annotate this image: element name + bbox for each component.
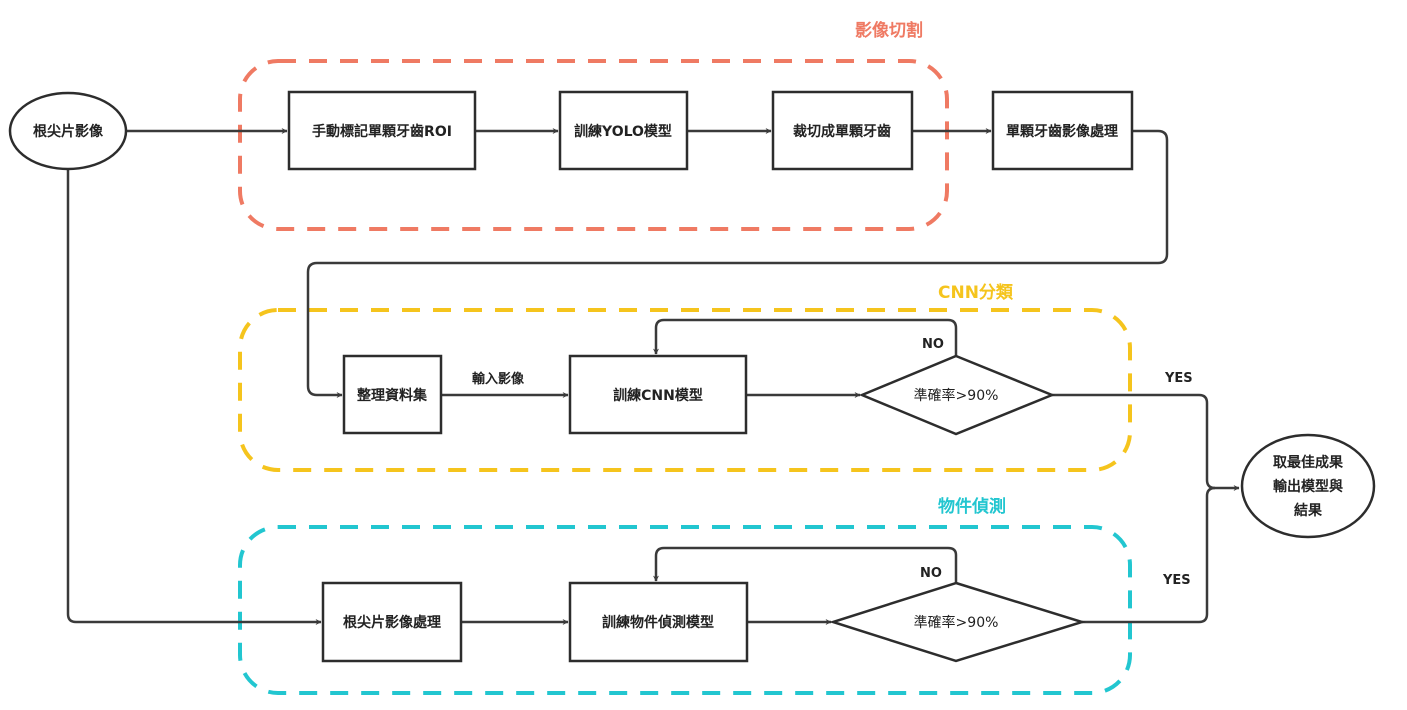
label-cnn-no: NO	[922, 337, 944, 352]
group-title-segmentation: 影像切割	[855, 20, 923, 41]
node-manual-roi[interactable]: 手動標記單顆牙齒ROI	[287, 90, 477, 171]
node-start-label: 根尖片影像	[33, 123, 104, 140]
edge-det-yes	[1082, 486, 1216, 624]
label-input-images: 輸入影像	[472, 371, 525, 387]
node-end-label-line2: 輸出模型與	[1273, 478, 1343, 495]
node-det-decision-label: 準確率>90%	[914, 614, 999, 631]
node-xray-processing-label: 根尖片影像處理	[343, 614, 441, 631]
node-train-yolo-label: 訓練YOLO模型	[574, 123, 672, 140]
group-title-detection: 物件偵測	[938, 496, 1006, 517]
node-tooth-processing[interactable]: 單顆牙齒影像處理	[991, 90, 1134, 171]
node-cnn-decision[interactable]: 準確率>90%	[858, 354, 1056, 436]
label-det-no: NO	[920, 566, 942, 581]
node-end-label-line3: 結果	[1294, 502, 1323, 519]
node-train-detector[interactable]: 訓練物件偵測模型	[568, 581, 749, 663]
group-segmentation	[238, 59, 949, 231]
node-train-yolo[interactable]: 訓練YOLO模型	[558, 90, 689, 171]
node-train-detector-label: 訓練物件偵測模型	[602, 614, 714, 631]
label-det-yes: YES	[1162, 573, 1191, 588]
node-manual-roi-label: 手動標記單顆牙齒ROI	[312, 123, 452, 140]
node-organize-dataset[interactable]: 整理資料集	[342, 354, 443, 435]
node-det-decision[interactable]: 準確率>90%	[828, 581, 1087, 663]
node-start[interactable]: 根尖片影像	[8, 91, 128, 171]
edge-cnn-yes	[1052, 393, 1240, 491]
node-tooth-processing-label: 單顆牙齒影像處理	[1006, 123, 1118, 140]
node-cnn-decision-label: 準確率>90%	[914, 387, 999, 404]
edge-det-no-loop	[653, 546, 958, 583]
node-organize-dataset-label: 整理資料集	[356, 387, 428, 404]
edge-processing-to-dataset	[306, 129, 1169, 398]
label-cnn-yes: YES	[1164, 371, 1193, 386]
edge-start-to-xray-processing	[66, 168, 322, 625]
node-end-label-line1: 取最佳成果	[1273, 454, 1344, 471]
node-train-cnn-label: 訓練CNN模型	[613, 387, 703, 404]
node-crop-teeth[interactable]: 裁切成單顆牙齒	[771, 90, 914, 171]
node-crop-teeth-label: 裁切成單顆牙齒	[793, 123, 891, 140]
group-detection	[238, 525, 1132, 695]
group-cnn	[238, 308, 1132, 472]
node-end[interactable]: 取最佳成果 輸出模型與 結果	[1240, 433, 1376, 539]
node-xray-processing[interactable]: 根尖片影像處理	[321, 581, 463, 663]
group-title-cnn: CNN分類	[938, 283, 1014, 303]
edge-cnn-no-loop	[653, 318, 958, 356]
node-train-cnn[interactable]: 訓練CNN模型	[568, 354, 748, 435]
